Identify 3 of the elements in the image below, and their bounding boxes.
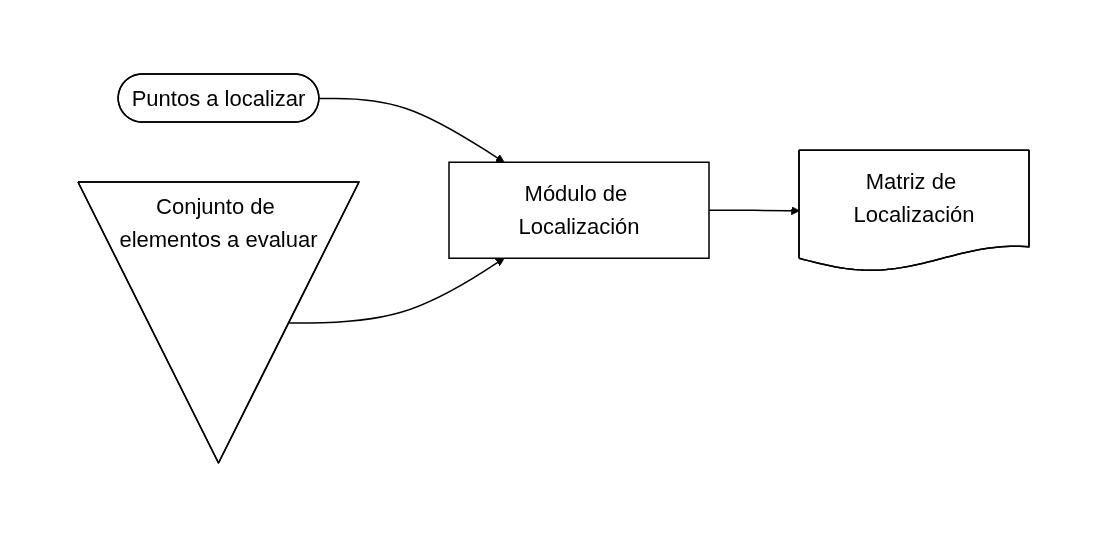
arrow — [318, 97, 505, 163]
arrow — [288, 257, 505, 324]
node-box: Módulo de Localización — [447, 161, 710, 259]
